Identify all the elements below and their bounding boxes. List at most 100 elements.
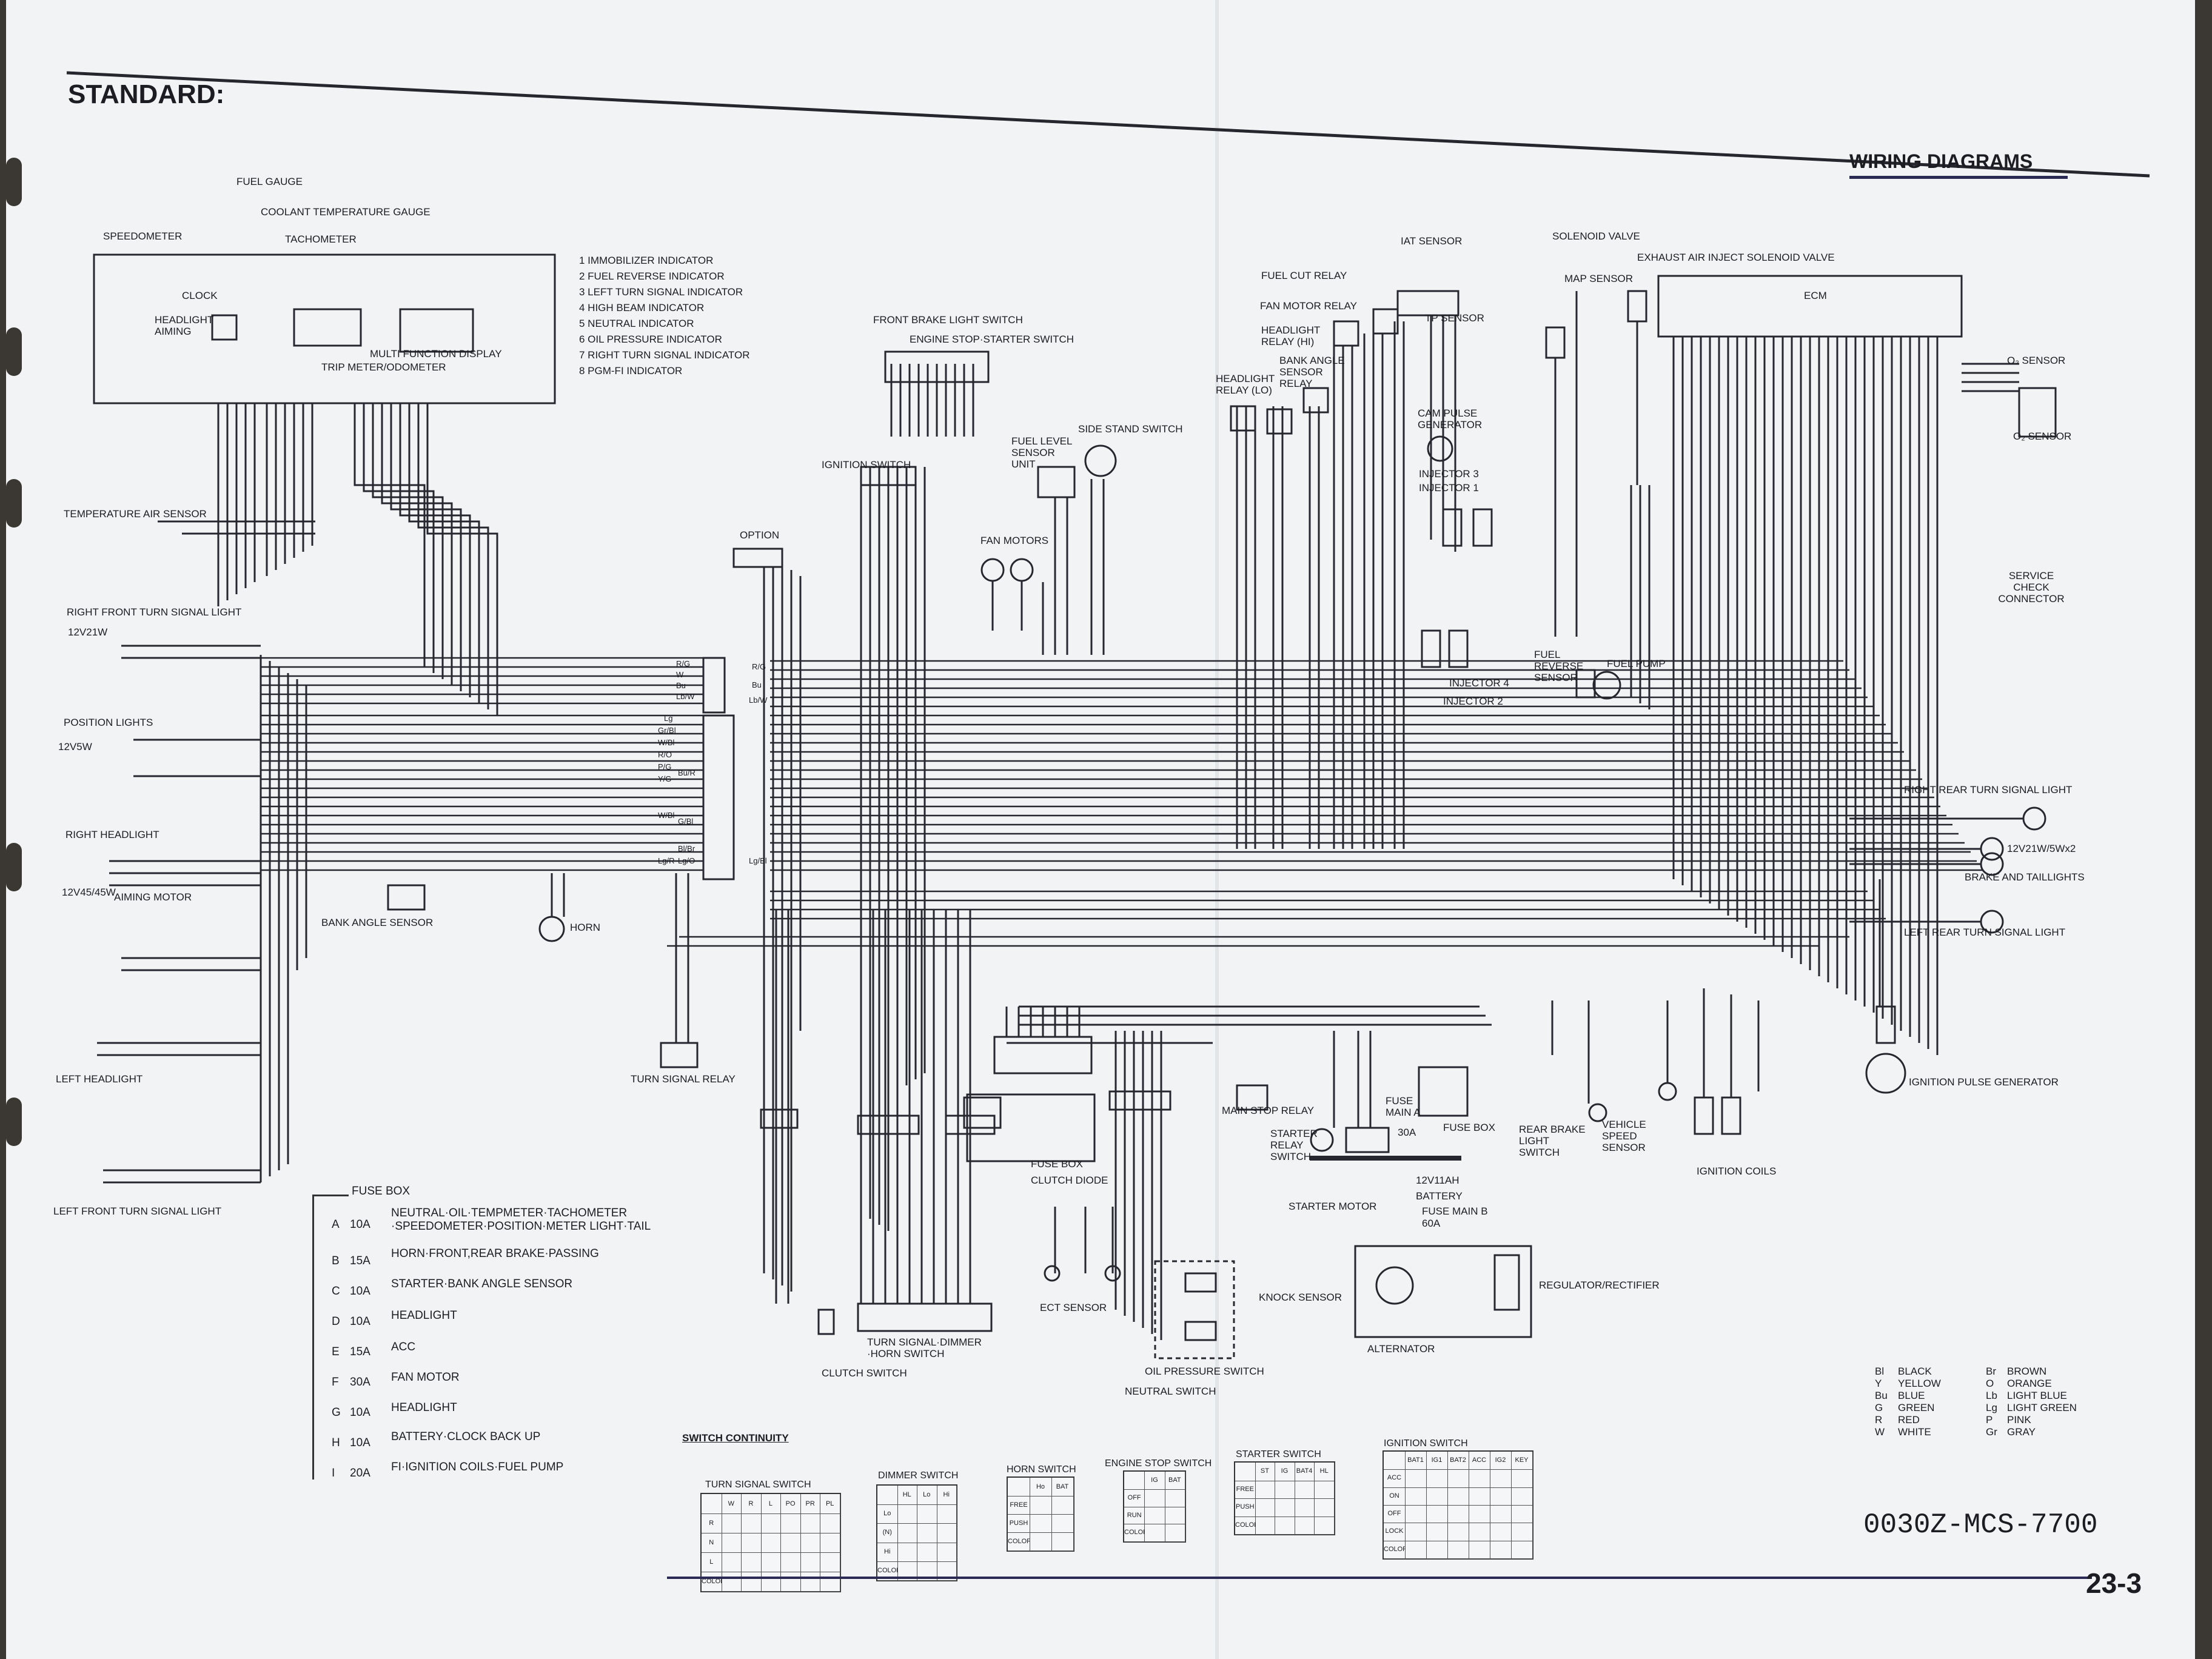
label-side-stand-switch: SIDE STAND SWITCH — [1078, 423, 1183, 435]
table-header-cell: L — [760, 1494, 782, 1514]
table-row-label: (N) — [877, 1523, 898, 1543]
fuse-desc: HORN·FRONT,REAR BRAKE·PASSING — [391, 1247, 599, 1260]
label-neutral-switch: NEUTRAL SWITCH — [1125, 1386, 1216, 1397]
label-engine-stop-switch: ENGINE STOP·STARTER SWITCH — [910, 333, 1074, 345]
fuse-desc: FAN MOTOR — [391, 1371, 460, 1384]
spec-fuse-b: 60A — [1422, 1218, 1441, 1229]
indicator-item: 4 HIGH BEAM INDICATOR — [579, 302, 705, 313]
table-cell — [1447, 1523, 1469, 1541]
label-left-headlight: LEFT HEADLIGHT — [56, 1073, 143, 1085]
color-name: PINK — [2007, 1414, 2031, 1426]
wire-code: Bu/R — [678, 768, 695, 777]
dimmer-switch-title: DIMMER SWITCH — [878, 1470, 959, 1481]
table-cell — [1490, 1540, 1512, 1559]
table-header-cell: PO — [780, 1494, 801, 1514]
wire-code: Bl/Br — [678, 844, 695, 853]
label-bank-angle-sensor: BANK ANGLE SENSOR — [321, 917, 434, 928]
table-cell — [721, 1572, 742, 1592]
table-cell — [1294, 1516, 1315, 1535]
color-name: RED — [1898, 1414, 1920, 1426]
table-cell — [1405, 1523, 1427, 1541]
spec-bulb-pos: 12V5W — [58, 741, 92, 752]
table-header-cell — [1384, 1452, 1406, 1470]
ignition-switch-title: IGNITION SWITCH — [1384, 1438, 1468, 1449]
label-tachometer: TACHOMETER — [285, 233, 357, 245]
table-cell — [1490, 1523, 1512, 1541]
fuse-desc: FI·IGNITION COILS·FUEL PUMP — [391, 1461, 564, 1473]
table-cell — [1144, 1489, 1165, 1507]
label-injector-3: INJECTOR 3 — [1419, 468, 1479, 480]
label-headlight-relay-hi: HEADLIGHT RELAY (HI) — [1261, 324, 1320, 347]
table-cell — [1294, 1498, 1315, 1517]
table-row-label: Hi — [877, 1542, 898, 1562]
label-oil-pressure-switch: OIL PRESSURE SWITCH — [1145, 1366, 1264, 1377]
table-cell — [1030, 1532, 1052, 1551]
table-row-label: ACC — [1384, 1469, 1406, 1488]
table-cell — [1426, 1540, 1448, 1559]
color-code: Br — [1986, 1366, 1996, 1377]
table-header-cell: R — [741, 1494, 762, 1514]
fuse-amp: 15A — [350, 1255, 370, 1267]
table-cell — [741, 1552, 762, 1572]
table-cell — [1469, 1469, 1490, 1488]
label-service-check: SERVICE CHECK CONNECTOR — [1998, 570, 2065, 605]
wire-code: Y/G — [658, 774, 672, 783]
label-o2-sensor-bottom: O₂ SENSOR — [2013, 431, 2072, 442]
wire-code: Bu — [752, 680, 762, 689]
table-header-cell: Ho — [1030, 1478, 1052, 1496]
table-cell — [1405, 1469, 1427, 1488]
table-cell — [800, 1552, 821, 1572]
doc-code: 0030Z-MCS-7700 — [1863, 1509, 2098, 1541]
label-position-lights: POSITION LIGHTS — [64, 717, 153, 728]
fuse-desc: STARTER·BANK ANGLE SENSOR — [391, 1278, 573, 1290]
table-cell — [1275, 1516, 1295, 1535]
label-trip-meter: TRIP METER/ODOMETER — [321, 361, 446, 373]
label-fuel-gauge: FUEL GAUGE — [236, 176, 303, 187]
color-code: Gr — [1986, 1426, 1997, 1438]
indicator-item: 7 RIGHT TURN SIGNAL INDICATOR — [579, 349, 750, 361]
table-cell — [820, 1513, 840, 1533]
fuse-amp: 10A — [350, 1285, 370, 1298]
table-cell — [897, 1561, 917, 1581]
table-row-label: FREE — [1008, 1496, 1030, 1515]
table-header-cell — [1235, 1463, 1256, 1481]
label-cam-pulse-gen: CAM PULSE GENERATOR — [1418, 407, 1483, 431]
label-regulator: REGULATOR/RECTIFIER — [1539, 1279, 1660, 1291]
table-cell — [936, 1542, 957, 1562]
indicator-item: 5 NEUTRAL INDICATOR — [579, 318, 694, 329]
fuse-id: F — [332, 1376, 339, 1389]
wire-code: Lg/Bl — [749, 856, 767, 865]
table-header-cell: IG — [1275, 1463, 1295, 1481]
table-cell — [780, 1572, 801, 1592]
table-cell — [897, 1504, 917, 1524]
table-row-label: ON — [1384, 1487, 1406, 1506]
color-code: O — [1986, 1378, 1994, 1389]
table-row-label: Lo — [877, 1504, 898, 1524]
label-fuse-main-b: FUSE MAIN B — [1422, 1205, 1488, 1217]
color-code: Bl — [1875, 1366, 1885, 1377]
color-name: BLUE — [1898, 1390, 1925, 1401]
label-left-front-turn: LEFT FRONT TURN SIGNAL LIGHT — [53, 1205, 222, 1217]
label-option: OPTION — [740, 529, 780, 541]
label-headlight-aiming: HEADLIGHT AIMING — [155, 314, 213, 337]
table-header-cell: PL — [820, 1494, 840, 1514]
indicator-item: 3 LEFT TURN SIGNAL INDICATOR — [579, 286, 743, 298]
binder-hole — [6, 327, 22, 376]
fuse-amp: 10A — [350, 1315, 370, 1328]
label-fuel-pump: FUEL PUMP — [1607, 658, 1666, 669]
label-tp-sensor: TP SENSOR — [1425, 312, 1484, 324]
fuse-box-title: FUSE BOX — [352, 1185, 411, 1198]
table-header-cell — [1008, 1478, 1030, 1496]
spec-bulb-tail: 12V21W/5Wx2 — [2007, 843, 2076, 854]
label-alternator: ALTERNATOR — [1367, 1343, 1435, 1355]
table-cell — [897, 1542, 917, 1562]
starter-switch-table: STIGBAT4HLFREEPUSHCOLOR — [1234, 1461, 1335, 1535]
page-title: STANDARD: — [68, 79, 225, 109]
table-cell — [1426, 1505, 1448, 1524]
table-cell — [721, 1513, 742, 1533]
table-cell — [800, 1513, 821, 1533]
table-cell — [897, 1523, 917, 1543]
switch-continuity-title: SWITCH CONTINUITY — [682, 1432, 789, 1444]
table-cell — [1426, 1487, 1448, 1506]
